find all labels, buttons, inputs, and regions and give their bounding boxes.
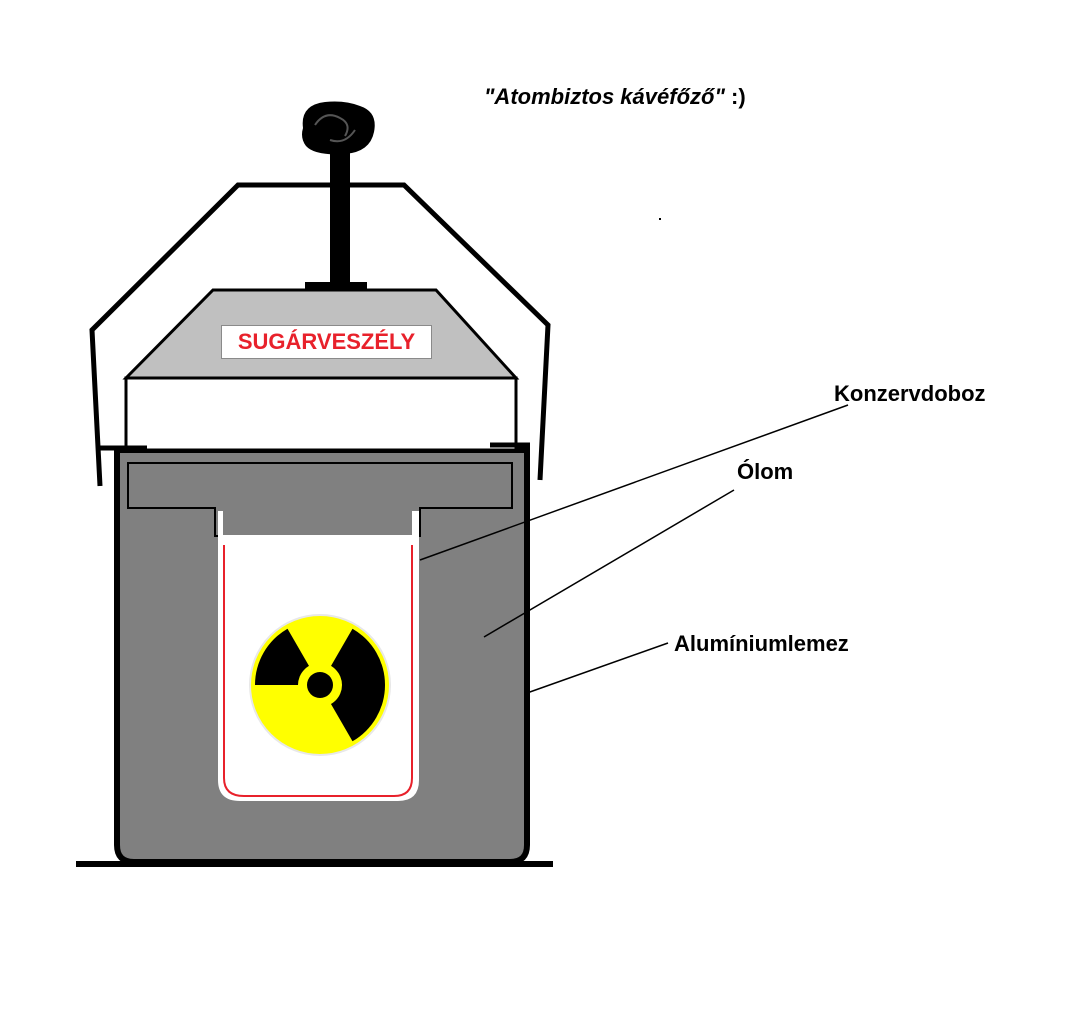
label-can: Konzervdoboz [834,381,986,406]
warning-sign-text: SUGÁRVESZÉLY [237,329,416,354]
warning-sign: SUGÁRVESZÉLY [221,325,432,359]
radiation-trefoil-icon [249,614,391,756]
threaded-rod [330,150,350,285]
leader-line-aluminium [526,642,669,694]
lid-band [124,376,518,452]
lid-knob-icon [302,101,375,155]
page-title: "Atombiztos kávéfőző" :) [484,84,746,110]
stray-dot [659,218,661,220]
base-plate [76,861,553,867]
label-aluminium: Alumíniumlemez [674,631,849,656]
rod-nut [305,282,367,290]
page-title-suffix: :) [724,84,746,109]
leader-line-can [419,404,849,561]
clamp-handle [89,182,551,487]
label-lead: Ólom [737,459,794,484]
page-title-text: "Atombiztos kávéfőző" [484,84,725,109]
knob-texture [314,114,356,143]
tin-can-outline [223,545,413,797]
leader-line-lead [483,489,735,638]
